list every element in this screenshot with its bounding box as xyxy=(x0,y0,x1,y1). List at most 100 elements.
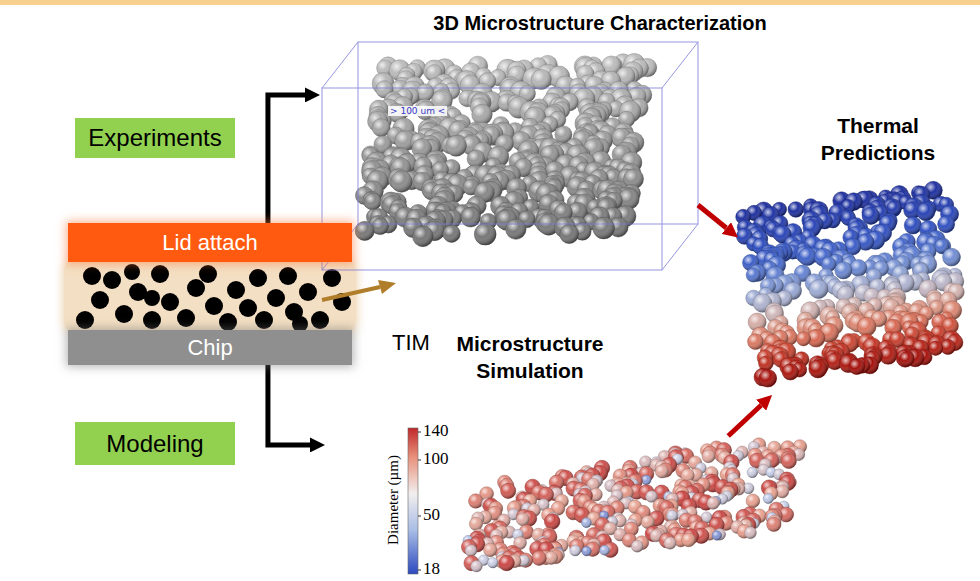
sphere-body xyxy=(417,84,434,101)
sphere-body xyxy=(593,217,615,239)
sphere-shade xyxy=(446,135,467,156)
sphere xyxy=(560,225,579,244)
particle xyxy=(161,293,179,311)
sphere-shade xyxy=(788,202,804,218)
sphere-shade xyxy=(472,104,492,124)
sphere-body xyxy=(746,268,760,282)
sphere-body xyxy=(938,216,955,233)
particle xyxy=(299,283,317,301)
sphere-shade xyxy=(938,216,955,233)
sphere-body xyxy=(372,218,389,235)
sphere xyxy=(364,193,381,210)
sphere xyxy=(938,216,955,233)
sphere-shade xyxy=(364,193,381,210)
sphere xyxy=(917,202,935,220)
frame-back xyxy=(358,42,698,224)
particle xyxy=(144,290,160,306)
particle xyxy=(124,264,140,280)
sphere-body xyxy=(917,202,935,220)
sphere-body xyxy=(798,248,816,266)
particle xyxy=(267,289,285,307)
particle xyxy=(205,297,223,315)
particle xyxy=(249,269,267,287)
sphere-body xyxy=(943,248,961,266)
sphere xyxy=(593,217,615,239)
sphere-body xyxy=(446,135,467,156)
frame-edge xyxy=(662,42,698,88)
sphere xyxy=(417,84,434,101)
sphere-shade xyxy=(560,225,579,244)
sphere-shade xyxy=(850,260,867,277)
sphere xyxy=(850,260,867,277)
sphere-body xyxy=(531,69,551,89)
particle xyxy=(83,267,101,285)
sphere-body xyxy=(560,225,579,244)
sphere-shade xyxy=(809,280,828,299)
sphere-body xyxy=(472,104,492,124)
particle xyxy=(255,311,273,329)
tim-leader xyxy=(322,287,380,300)
ct-particles xyxy=(355,53,657,246)
frame-edge xyxy=(322,42,358,88)
sphere-shade xyxy=(798,248,816,266)
sphere xyxy=(904,217,921,234)
sphere-shade xyxy=(593,217,615,239)
sphere xyxy=(746,268,760,282)
sphere-body xyxy=(443,225,460,242)
particle xyxy=(115,305,133,323)
sphere xyxy=(474,223,496,245)
particle xyxy=(103,271,121,289)
sphere xyxy=(446,135,467,156)
particle xyxy=(177,309,195,327)
sphere xyxy=(531,69,551,89)
sphere xyxy=(413,226,434,247)
sphere-body xyxy=(391,171,412,192)
particle xyxy=(151,265,169,283)
tim-glow xyxy=(62,256,358,336)
sphere xyxy=(835,262,852,279)
sphere xyxy=(506,219,526,239)
sphere-body xyxy=(474,223,496,245)
particle xyxy=(279,267,297,285)
sphere xyxy=(443,225,460,242)
sphere xyxy=(809,280,828,299)
frame-edge xyxy=(662,224,698,270)
sphere-shade xyxy=(904,217,921,234)
particle xyxy=(227,281,245,299)
sphere xyxy=(798,248,816,266)
particle xyxy=(219,313,237,331)
tim-leader-head xyxy=(378,280,396,294)
sphere-shade xyxy=(917,202,935,220)
sphere-body xyxy=(904,217,921,234)
sphere-shade xyxy=(474,223,496,245)
particle xyxy=(91,291,109,309)
sphere-shade xyxy=(746,268,760,282)
sphere-shade xyxy=(506,219,526,239)
particle xyxy=(143,311,161,329)
sphere-body xyxy=(413,226,434,247)
sphere xyxy=(472,104,492,124)
sphere-body xyxy=(809,280,828,299)
tim-layer xyxy=(64,258,356,334)
sphere xyxy=(788,202,804,218)
sphere xyxy=(943,248,961,266)
filler-particles xyxy=(76,264,351,332)
particle xyxy=(239,299,257,317)
sphere-shade xyxy=(413,226,434,247)
sphere xyxy=(391,171,412,192)
sphere-shade xyxy=(372,218,389,235)
sphere-shade xyxy=(443,225,460,242)
sphere-body xyxy=(506,219,526,239)
ct-volume-frame xyxy=(322,42,698,270)
sphere-shade xyxy=(391,171,412,192)
particle xyxy=(199,265,217,283)
particle xyxy=(187,279,205,297)
sphere-shade xyxy=(417,84,434,101)
sphere-body xyxy=(788,202,804,218)
top-band xyxy=(0,0,980,5)
particle xyxy=(76,311,94,329)
frame-front xyxy=(322,88,662,270)
sphere-shade xyxy=(835,262,852,279)
